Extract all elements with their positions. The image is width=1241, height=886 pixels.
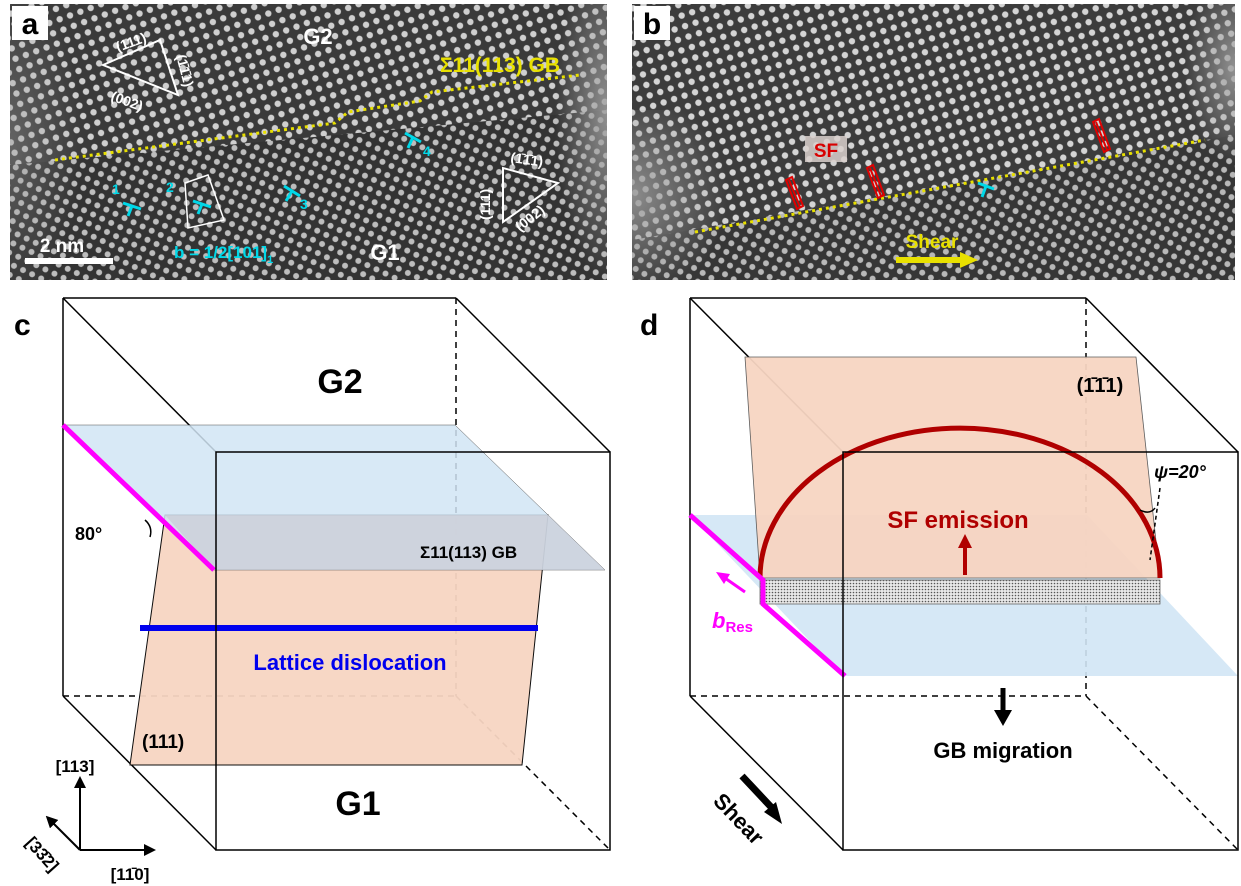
panel-b: b SF Shear [632,4,1235,280]
grain-label-g1: G1 [370,240,399,265]
panel-c: c Lattice dislocation G2 G1 80° [14,297,611,884]
burgers-vector-label: b = 1/2[101]1 [174,243,273,266]
plane-label-1b1b1-right: (1̄1̄1) [510,149,545,169]
panel-d: d SF emission bRes [640,297,1239,851]
panel-letter-b: b [643,8,661,41]
grain-label-g2: G2 [303,24,332,49]
plane-label-d: (1̄1̄1) [1077,375,1124,397]
dislocation-symbol-1 [122,201,142,217]
shear-label-b: Shear [906,232,959,253]
stacking-fault-strip [759,579,1161,605]
angle-label-80: 80° [75,524,102,544]
axis-label-diag: [33̄2] [22,833,63,875]
dislocation-symbol-2 [192,199,212,215]
sf-marker-1 [784,175,805,211]
plane-label-111-right: (111) [477,189,493,220]
sf-marker-2 [865,163,886,200]
shear-arrowhead-b [960,252,978,268]
hrtem-image-a-bottom [10,110,607,280]
thompson-triangle-right [502,166,561,224]
panel-letter-c: c [14,309,31,342]
gb-migration-label: GB migration [933,738,1072,763]
gb-label-a: Σ11(113) GB [440,54,560,77]
sf-emission-label: SF emission [887,507,1028,534]
dislocation-symbol-3 [283,184,301,202]
grain-label-g2-c: G2 [317,363,362,401]
grain-label-g1-c: G1 [335,785,380,823]
sf-marker-3 [1091,117,1112,154]
dislocation-symbol-4 [404,131,422,149]
shear-arrow-d [739,773,775,811]
psi-reference-line [1149,487,1161,561]
axis-label-right: [11̄0] [111,865,150,884]
residual-dislocation-line-c [61,423,216,572]
residual-dislocation-line-d [688,513,847,678]
axis-label-up: [113] [56,757,95,776]
burgers-circuit [184,174,225,229]
grain-boundary-line-b [694,138,1206,234]
axis-arrow-diag [45,815,81,851]
plane-label-c: (111) [142,732,184,753]
psi-angle-label: ψ=20° [1154,462,1206,482]
scale-bar-label: 2 nm [40,236,84,257]
lattice-dislocation-label: Lattice dislocation [253,650,446,675]
scale-bar [25,258,113,264]
sf-label-b: SF [814,141,838,162]
gb-label-c: Σ11(113) GB [420,543,517,562]
angle-arc-c [144,519,152,538]
thompson-triangle-left [100,38,180,97]
dislocation-symbol-b [977,181,995,198]
panel-a: a G2 G1 Σ11(113) GB (111) (1̄1̄1) (002) … [10,4,607,280]
dislocation-number-2: 2 [166,179,174,195]
sf-emission-arc [757,425,1163,579]
dislocation-number-3: 3 [300,196,308,212]
panel-letter-d: d [640,309,658,342]
panel-letter-a: a [22,8,39,41]
b-res-label: bRes [712,608,753,636]
dislocation-number-4: 4 [423,143,431,159]
dislocation-number-1: 1 [112,181,120,197]
